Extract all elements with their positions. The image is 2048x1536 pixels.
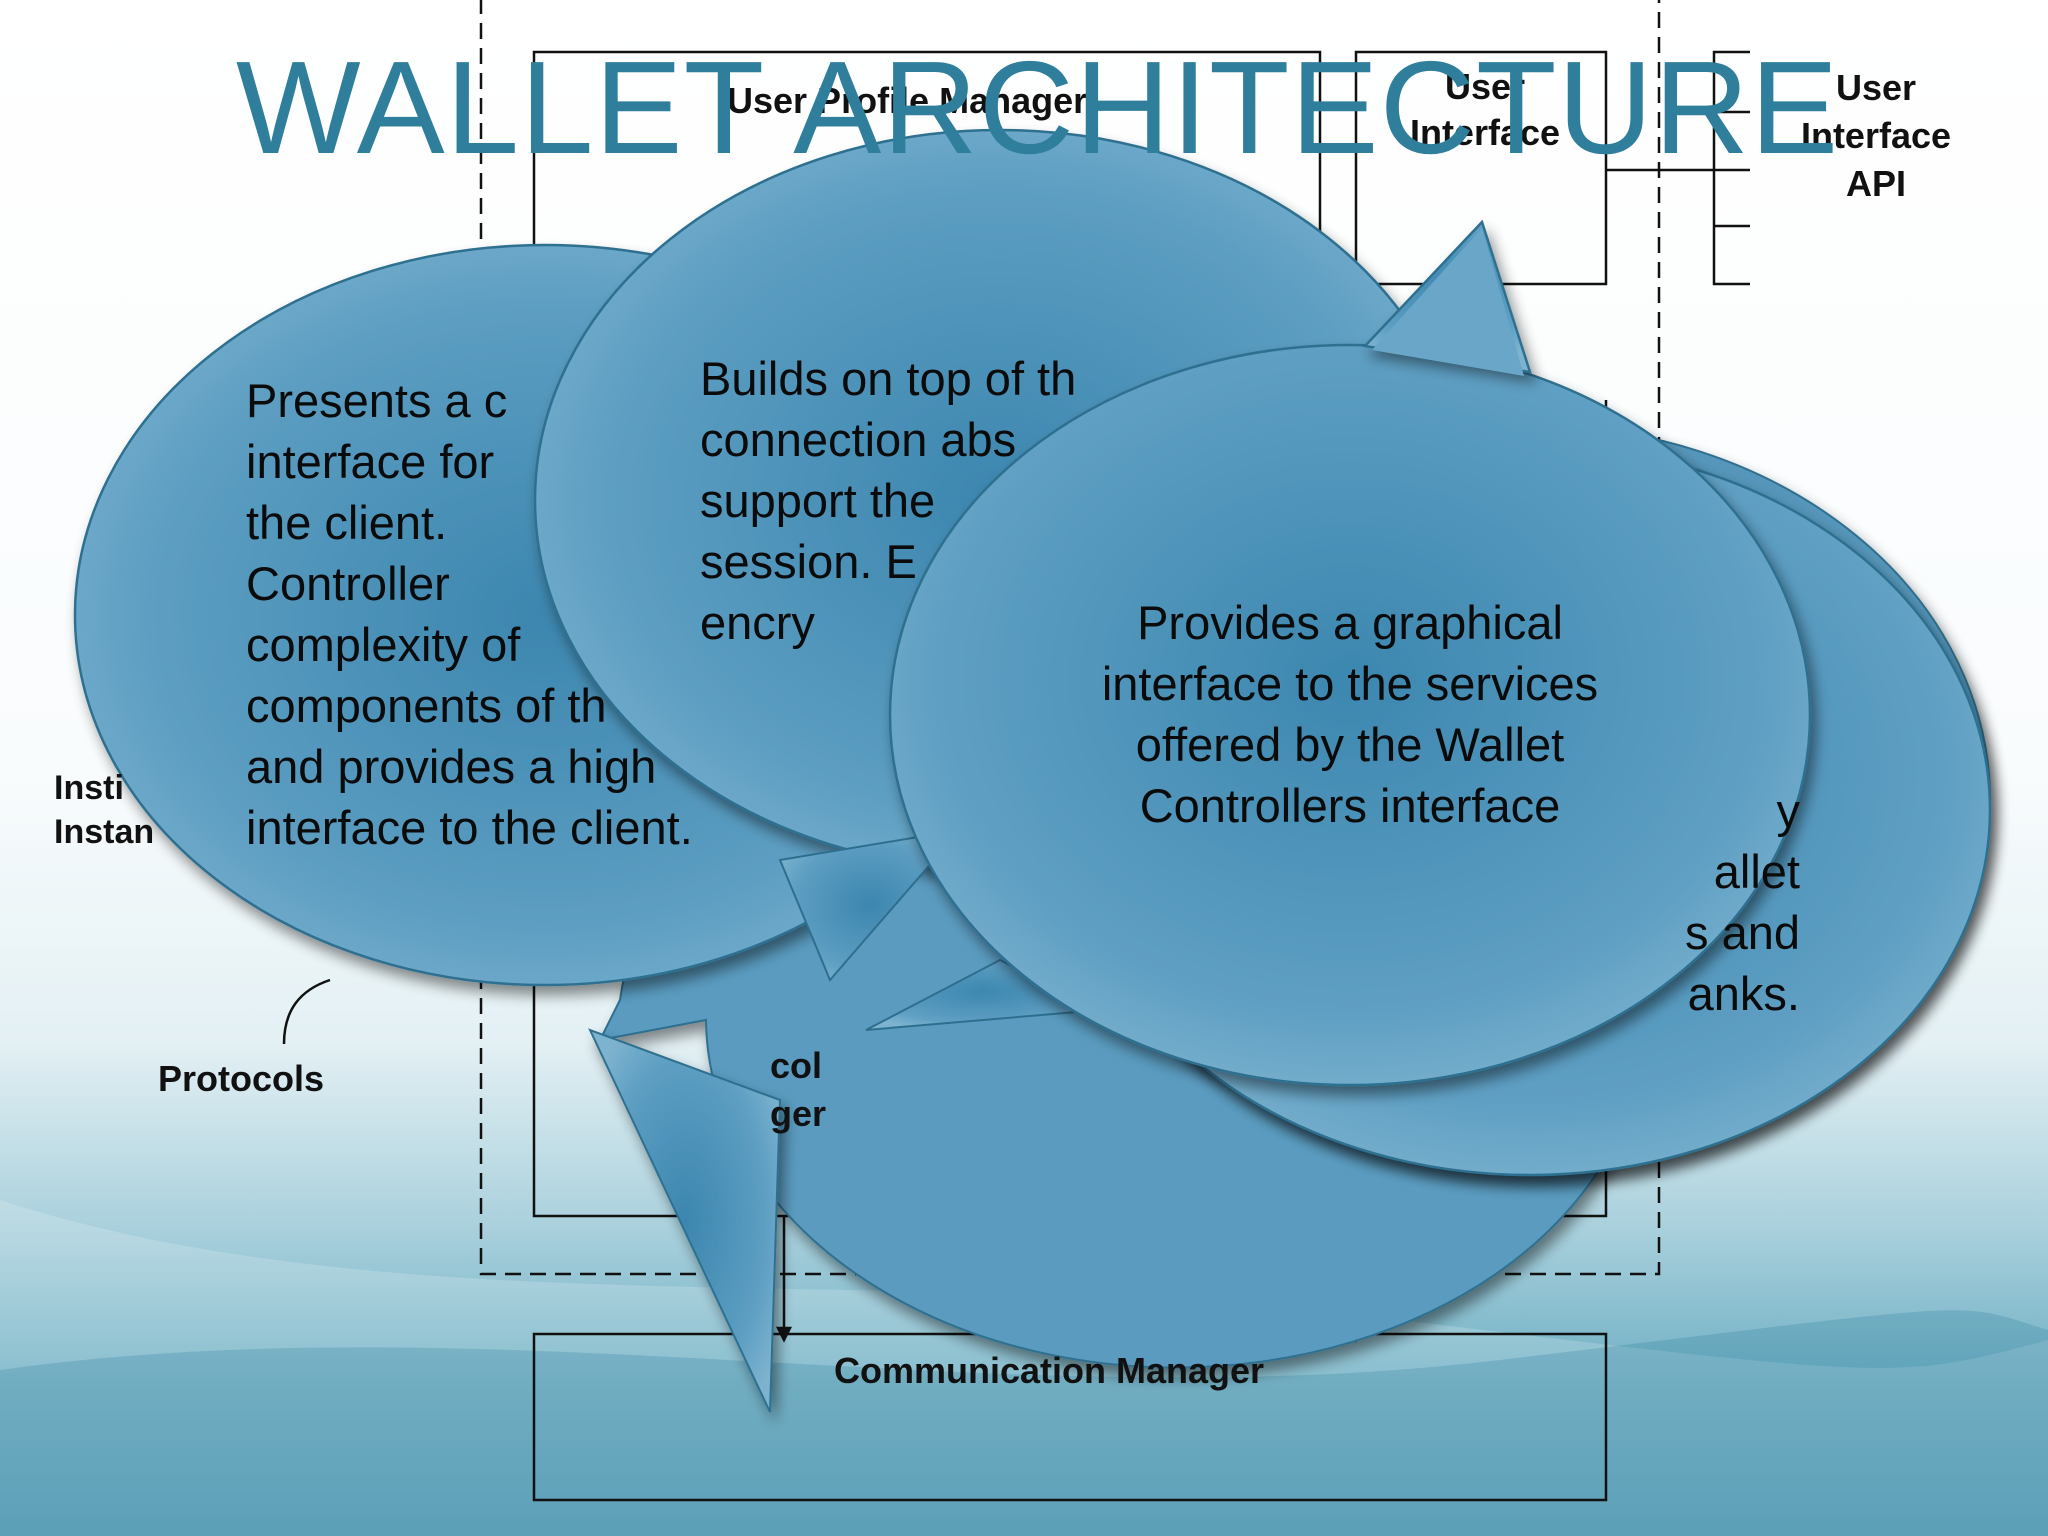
callout-ui-body [888, 343, 1812, 1087]
callout-hidden-text: y allet s and anks. [1685, 784, 1800, 1020]
pm-to-cm-arrowhead [775, 1326, 793, 1343]
callout-controller-tail [588, 1028, 782, 1413]
ui-api-bracket [1712, 50, 1750, 286]
protocol-manager-label: col ger [770, 1045, 827, 1134]
communication-manager-label: Communication Manager [834, 1350, 1265, 1391]
user-profile-manager-label: User Profile Manager [727, 80, 1088, 121]
user-interface-api-label: User Interface API [1800, 67, 1952, 204]
callout-controller-text: Presents a c interface for the client. C… [246, 374, 693, 854]
callout-ui-text: Provides a graphical interface to the se… [1101, 596, 1599, 832]
instances-label: Insti Instan [54, 769, 155, 851]
protocols-label: Protocols [158, 1058, 325, 1099]
callout-session-tail [778, 828, 963, 982]
background-wave [0, 1200, 2048, 1536]
slide-title: WALLET ARCHITECTURE [236, 34, 1840, 181]
protocols-pointer-curve [282, 978, 331, 1045]
user-interface-label: User Interface [1409, 66, 1561, 153]
background-wave-2 [0, 1310, 2048, 1536]
callout-session-text: Builds on top of th connection abs suppo… [700, 352, 1077, 649]
callout-ui-tail-joint [1372, 228, 1524, 376]
callout-ui [888, 219, 1812, 1087]
